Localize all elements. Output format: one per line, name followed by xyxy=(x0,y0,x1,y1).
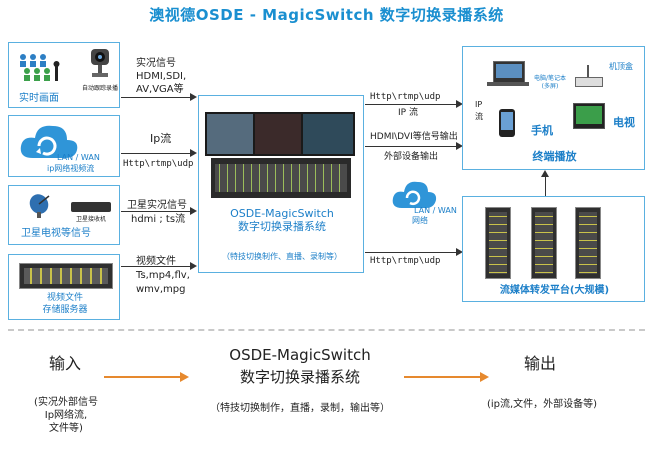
terminal-phone: 手机 xyxy=(531,124,553,137)
center-name: OSDE-MagicSwitch xyxy=(230,207,334,220)
satellite-arrow-head xyxy=(190,207,197,215)
satellite-signal-line2: hdmi ; ts流 xyxy=(131,214,186,225)
file-arrow-head xyxy=(190,262,197,270)
out-arrow-2 xyxy=(365,146,457,147)
phone-icon xyxy=(499,109,515,137)
terminal-pc-line1: 电脑/笔记本 xyxy=(533,75,567,82)
up-arrow-head xyxy=(541,170,549,177)
terminal-tv: 电视 xyxy=(613,116,635,129)
ip-signal-line2: Http\rtmp\udp xyxy=(123,159,194,169)
file-signal-line2: Ts,mp4,flv, xyxy=(136,270,190,281)
live-device-label: 自动跟踪录播 xyxy=(81,85,118,92)
camera-icon xyxy=(91,49,109,77)
ip-arrow xyxy=(121,153,191,154)
laptop-icon xyxy=(493,61,525,83)
out-proto3: Http\rtmp\udp xyxy=(370,256,441,266)
out-arrow-3 xyxy=(365,252,457,253)
server-tower-1 xyxy=(485,207,511,279)
tv-icon xyxy=(573,103,605,129)
satellite-receiver-icon xyxy=(71,202,111,212)
out-proto2-line1: HDMI\DVI等信号输出 xyxy=(370,132,458,142)
out-cloud-line2: 网络 xyxy=(412,216,428,225)
live-label: 实时画面 xyxy=(19,93,59,104)
out-arrow-1 xyxy=(365,104,457,105)
streaming-label: 流媒体转发平台(大规模) xyxy=(499,285,610,296)
page-title: 澳视德OSDE - MagicSwitch 数字切换录播系统 xyxy=(149,6,504,24)
switcher-screen xyxy=(205,112,355,156)
terminal-pc-line2: (多屏) xyxy=(541,83,559,90)
server-rack-icon xyxy=(19,263,113,289)
network-cloud-icon xyxy=(392,181,437,208)
terminal-stb: 机顶盒 xyxy=(609,62,633,71)
set-top-box-icon xyxy=(575,77,603,87)
up-arrow-line xyxy=(545,176,546,196)
people-group-icon xyxy=(20,54,60,81)
file-label-line1: 视频文件 xyxy=(46,293,83,303)
file-signal-line3: wmv,mpg xyxy=(136,284,186,295)
file-label-line2: 存储服务器 xyxy=(42,305,88,315)
live-signal-line1: 实况信号 xyxy=(136,58,176,69)
terminal-box: 电脑/笔记本 (多屏) 机顶盒 IP 流 手机 电视 终端播放 xyxy=(462,46,645,170)
out-proto2-line2: 外部设备输出 xyxy=(384,152,439,162)
out-cloud-line1: LAN / WAN xyxy=(414,206,457,215)
center-subtitle: 数字切换录播系统 xyxy=(238,220,326,233)
out-arrow-3-head xyxy=(456,248,463,256)
input-satellite-box: 卫星接收机 卫星电视等信号 xyxy=(8,185,120,245)
bottom-arrow-2-head xyxy=(480,372,489,382)
input-ip-box: LAN / WAN ip网络视频流 xyxy=(8,115,120,177)
live-signal-line2: HDMI,SDI, xyxy=(136,71,187,82)
bottom-arrow-1-head xyxy=(180,372,189,382)
satellite-arrow xyxy=(121,211,191,212)
file-arrow xyxy=(121,266,191,267)
satellite-signal-line1: 卫星实况信号 xyxy=(127,200,187,211)
bottom-input-desc-1: (实况外部信号 xyxy=(34,397,98,408)
terminal-label: 终端播放 xyxy=(532,150,577,163)
ip-cloud-line2: ip网络视频流 xyxy=(47,164,95,173)
switcher-console xyxy=(211,158,351,198)
input-live-box: 自动跟踪录播 实时画面 xyxy=(8,42,120,108)
ip-arrow-head xyxy=(190,149,197,157)
live-arrow xyxy=(121,97,191,98)
bottom-input-title: 输入 xyxy=(48,354,81,373)
center-system-box: OSDE-MagicSwitch 数字切换录播系统 （特技切换制作、直播、录制等… xyxy=(198,95,364,273)
ip-cloud-line1: LAN / WAN xyxy=(57,153,100,162)
section-divider xyxy=(8,329,645,331)
file-signal-line1: 视频文件 xyxy=(136,256,176,267)
bottom-input-desc-3: 文件等) xyxy=(49,423,83,434)
cloud-icon xyxy=(20,125,78,158)
satellite-dish-icon xyxy=(29,194,50,218)
out-arrow-2-head xyxy=(456,142,463,150)
ip-signal-line1: Ip流 xyxy=(150,132,172,145)
server-tower-3 xyxy=(575,207,601,279)
satellite-label: 卫星电视等信号 xyxy=(21,228,91,239)
ip-flow-line2: 流 xyxy=(475,112,483,121)
input-file-box: 视频文件 存储服务器 xyxy=(8,254,120,320)
bottom-output-title: 输出 xyxy=(523,354,556,373)
bottom-arrow-1 xyxy=(104,376,180,378)
server-tower-2 xyxy=(531,207,557,279)
bottom-center-desc: （特技切换制作，直播，录制，输出等） xyxy=(210,403,390,414)
live-arrow-head xyxy=(190,93,197,101)
bottom-input-desc-2: Ip网络流, xyxy=(44,410,88,421)
out-proto1-line2: IP 流 xyxy=(398,108,418,118)
bottom-center-title-2: 数字切换录播系统 xyxy=(239,368,360,386)
out-arrow-1-head xyxy=(456,100,463,108)
ip-flow-line1: IP xyxy=(475,100,483,109)
center-note: （特技切换制作、直播、录制等） xyxy=(222,252,342,261)
bottom-output-desc: (ip流,文件，外部设备等) xyxy=(486,399,598,410)
bottom-arrow-2 xyxy=(404,376,480,378)
bottom-center-title-1: OSDE-MagicSwitch xyxy=(229,346,371,364)
live-signal-line3: AV,VGA等 xyxy=(136,84,184,95)
satellite-device-label: 卫星接收机 xyxy=(75,216,106,223)
out-proto1-line1: Http\rtmp\udp xyxy=(370,92,441,102)
streaming-box: 流媒体转发平台(大规模) xyxy=(462,196,645,302)
